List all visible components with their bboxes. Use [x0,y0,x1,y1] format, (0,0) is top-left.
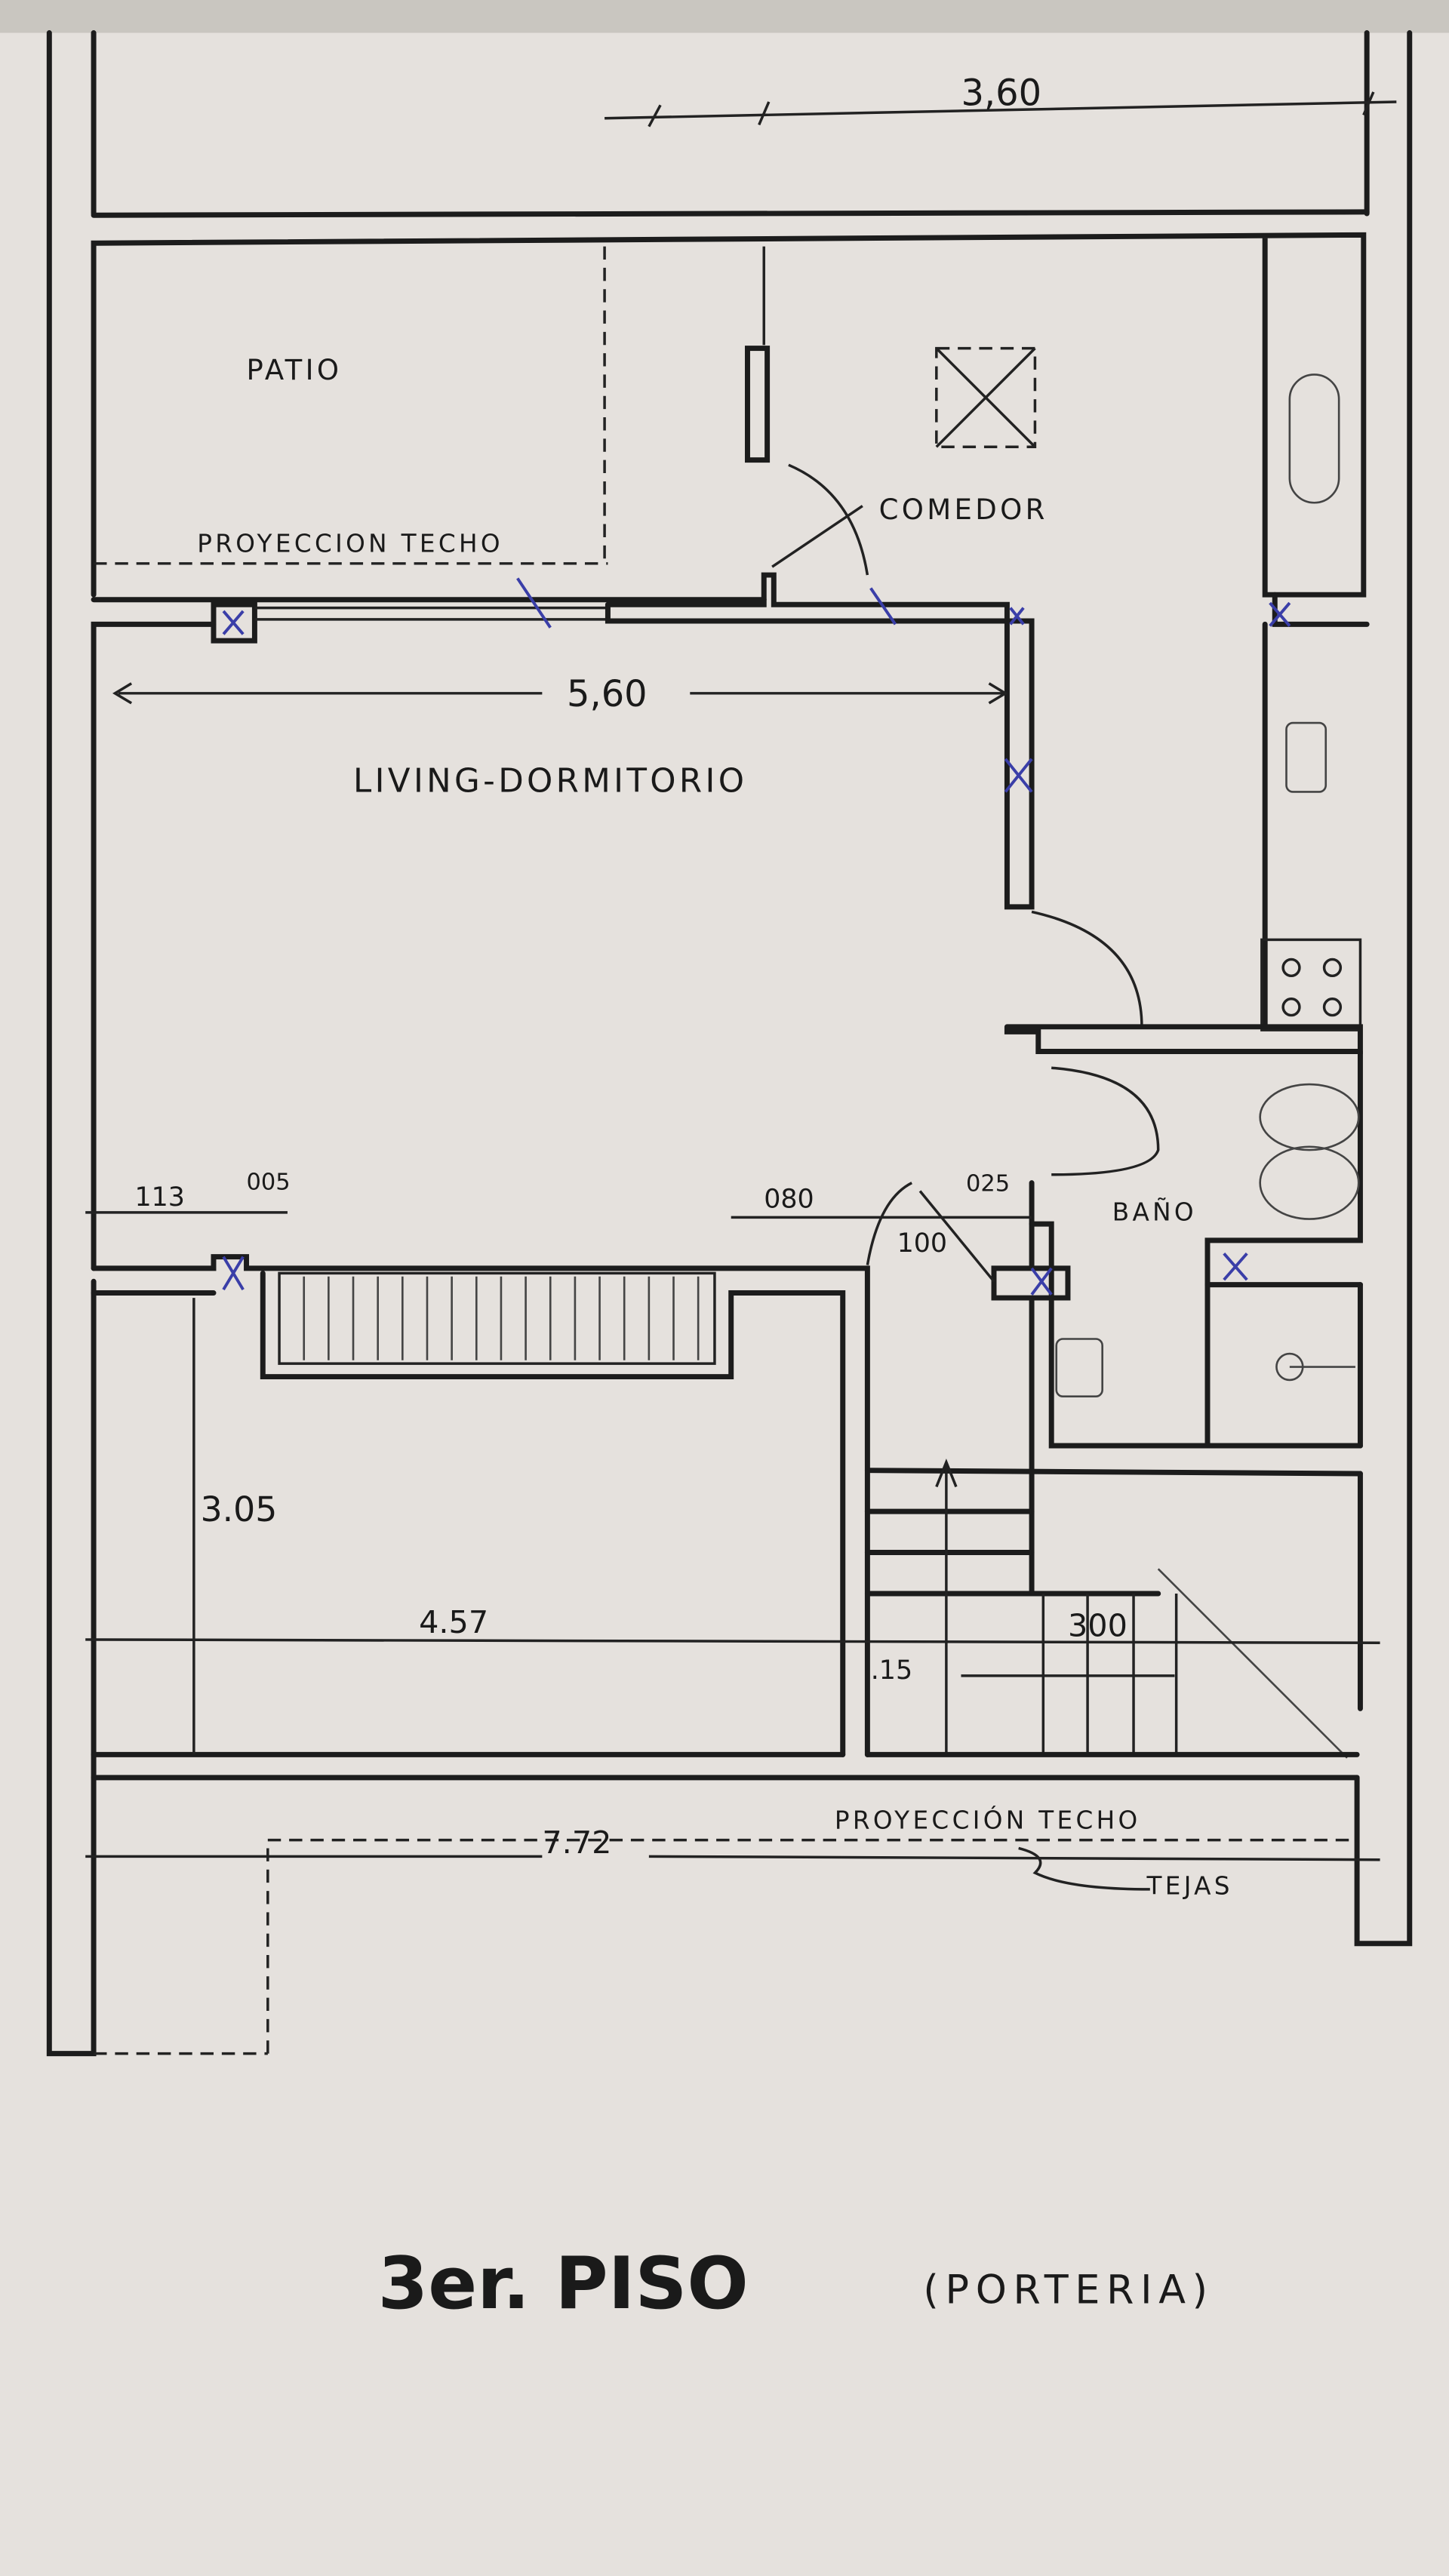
dim-3-60: 3,60 [961,72,1041,114]
dim-5-60: 5,60 [567,674,648,715]
label-comedor: COMEDOR [879,493,1048,526]
balcony-hatching [303,1276,700,1360]
dim-300: 300 [1068,1608,1128,1644]
label-proyeccion-techo-bottom: PROYECCIÓN TECHO [835,1805,1141,1834]
dimension-labels: 3,60 5,60 113 005 080 025 100 3.05 4.57 … [135,72,1128,1861]
dimension-lines [85,91,1397,1891]
drawing-subtitle: (PORTERIA) [923,2268,1214,2313]
walls [46,30,1413,2057]
dim-15: .15 [871,1655,912,1686]
room-labels: PATIO COMEDOR LIVING-DORMITORIO BAÑO PRO… [197,354,1232,1900]
staircase [864,1295,1363,1759]
paper-top-edge [0,0,1449,33]
label-living-dormitorio: LIVING-DORMITORIO [353,762,747,800]
label-bano: BAÑO [1112,1198,1197,1227]
drawing-title: 3er. PISO [378,2241,749,2325]
dim-005: 005 [247,1169,291,1195]
electrical-marks [222,577,1291,1296]
dim-4-57: 4.57 [419,1604,488,1640]
label-tejas: TEJAS [1146,1871,1232,1900]
label-patio: PATIO [247,354,343,386]
dim-100: 100 [897,1228,947,1259]
dim-113: 113 [135,1182,185,1213]
label-proyeccion-techo-top: PROYECCION TECHO [197,530,503,558]
dim-080: 080 [764,1184,814,1214]
dim-3-05: 3.05 [201,1489,278,1529]
dim-025: 025 [966,1171,1010,1197]
dim-7-72: 7.72 [542,1824,611,1861]
